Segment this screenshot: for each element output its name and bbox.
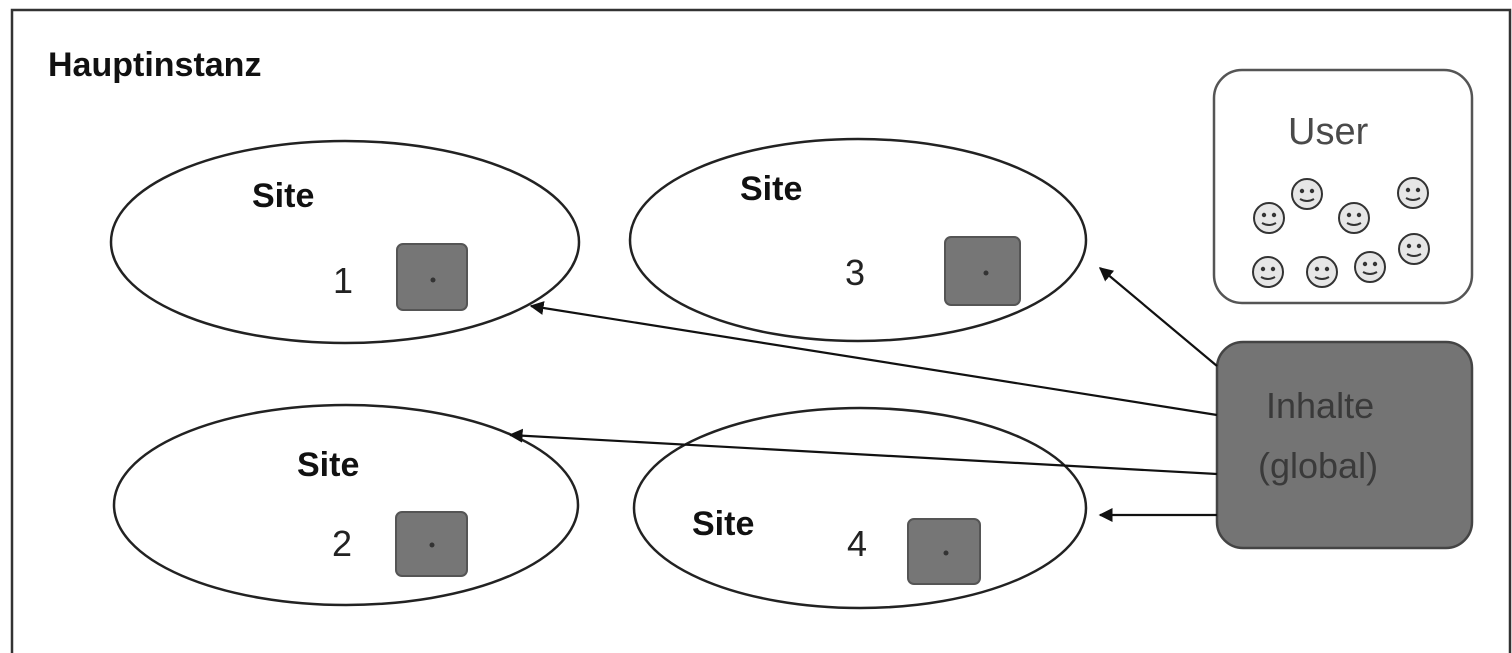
smiley-icon [1397,177,1429,209]
smiley-icon [1354,251,1386,283]
document-icon [944,236,1021,306]
site-1-number: 1 [333,260,353,301]
user-pool-title: User [1288,111,1369,153]
site-4: Site 4 [632,406,1088,610]
arrow-to-site-3 [1098,267,1218,367]
smiley-icon [1306,256,1338,288]
document-icon [907,518,981,585]
global-content-box [1215,340,1474,550]
site-2: Site 2 [112,403,580,607]
smiley-icon [1338,202,1370,234]
site-1-ellipse [109,139,581,345]
user-icons [1252,177,1430,288]
site-4-title: Site [692,505,754,543]
global-content-line2: (global) [1258,445,1378,486]
site-2-title: Site [297,446,359,484]
site-3: Site 3 [628,137,1088,343]
smiley-icon [1252,256,1284,288]
global-content: Inhalte (global) [1215,340,1474,550]
main-instance-title: Hauptinstanz [48,46,261,84]
site-3-number: 3 [845,252,865,293]
site-1-title: Site [252,177,314,215]
arrow-to-site-2 [508,428,1218,476]
smiley-icon [1398,233,1430,265]
smiley-icon [1291,178,1323,210]
site-4-number: 4 [847,523,867,564]
global-content-line1: Inhalte [1266,385,1374,426]
site-2-number: 2 [332,523,352,564]
user-pool: User [1212,68,1474,305]
site-1: Site 1 [109,139,581,345]
document-icon [396,243,468,311]
site-2-ellipse [112,403,580,607]
document-icon [395,511,468,577]
smiley-icon [1253,202,1285,234]
arrow-to-site-1 [529,301,1218,417]
site-3-title: Site [740,170,802,208]
